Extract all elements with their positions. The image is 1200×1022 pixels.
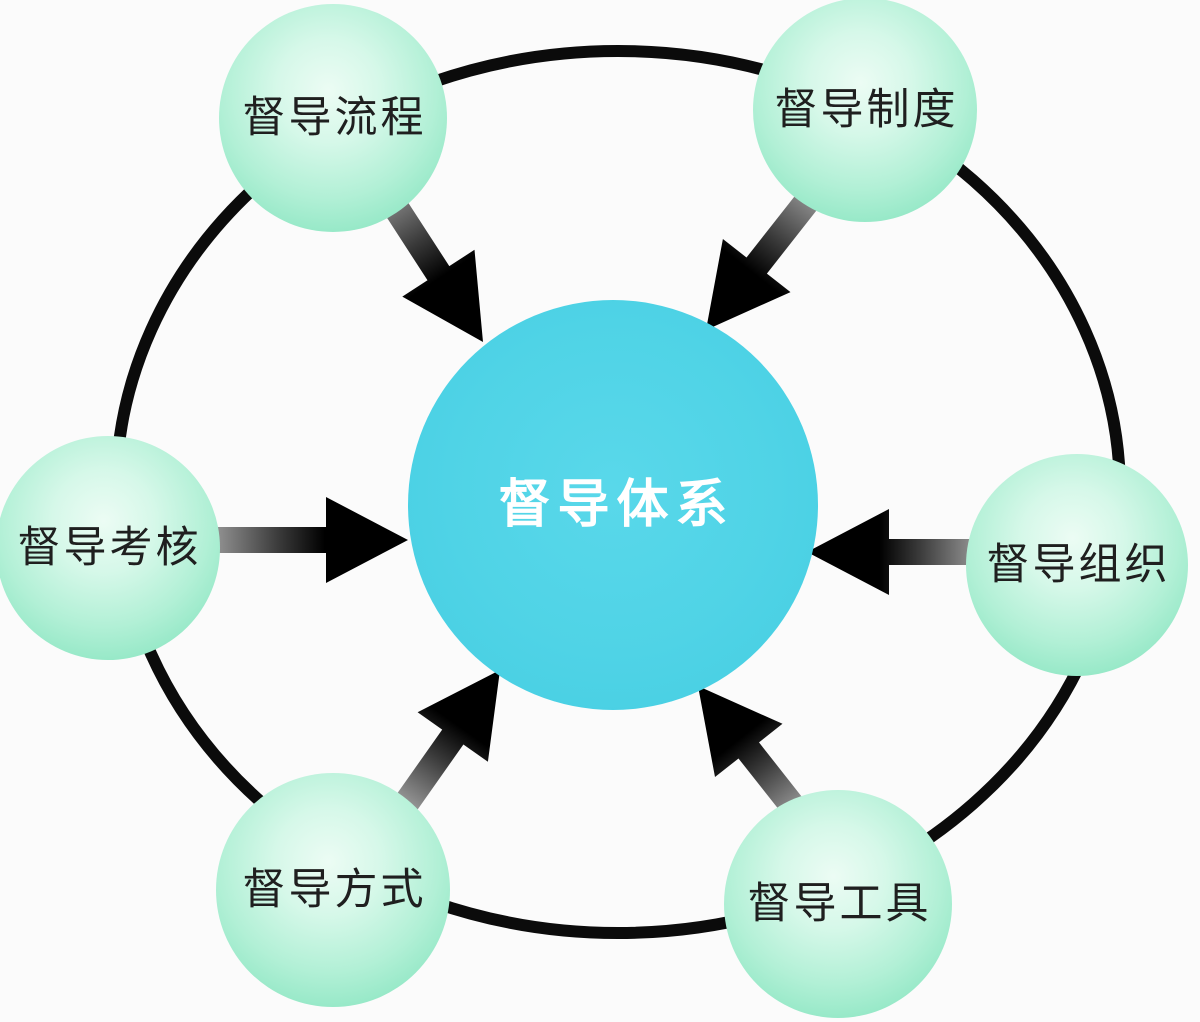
arrow-tools-to-center — [698, 686, 813, 826]
arrow-rules-to-center — [706, 177, 831, 330]
node-tools-label: 督导工具 — [747, 879, 932, 928]
arrow-methods-to-center — [389, 670, 500, 820]
arrow-process-to-center — [367, 172, 483, 342]
arrow-organization-to-center — [807, 509, 988, 595]
arrow-assessment-to-center — [200, 497, 408, 583]
node-assessment: 督导考核 — [0, 436, 220, 660]
node-organization: 督导组织 — [966, 454, 1188, 676]
node-methods-label: 督导方式 — [242, 865, 427, 914]
node-tools: 督导工具 — [724, 790, 952, 1018]
node-process: 督导流程 — [219, 4, 447, 232]
node-rules: 督导制度 — [753, 0, 977, 222]
node-center-label: 督导体系 — [498, 476, 735, 534]
node-organization-label: 督导组织 — [986, 540, 1171, 589]
node-methods: 督导方式 — [216, 773, 450, 1007]
node-center: 督导体系 — [408, 300, 818, 710]
node-process-label: 督导流程 — [242, 93, 427, 142]
node-rules-label: 督导制度 — [774, 85, 959, 134]
node-assessment-label: 督导考核 — [17, 523, 202, 572]
